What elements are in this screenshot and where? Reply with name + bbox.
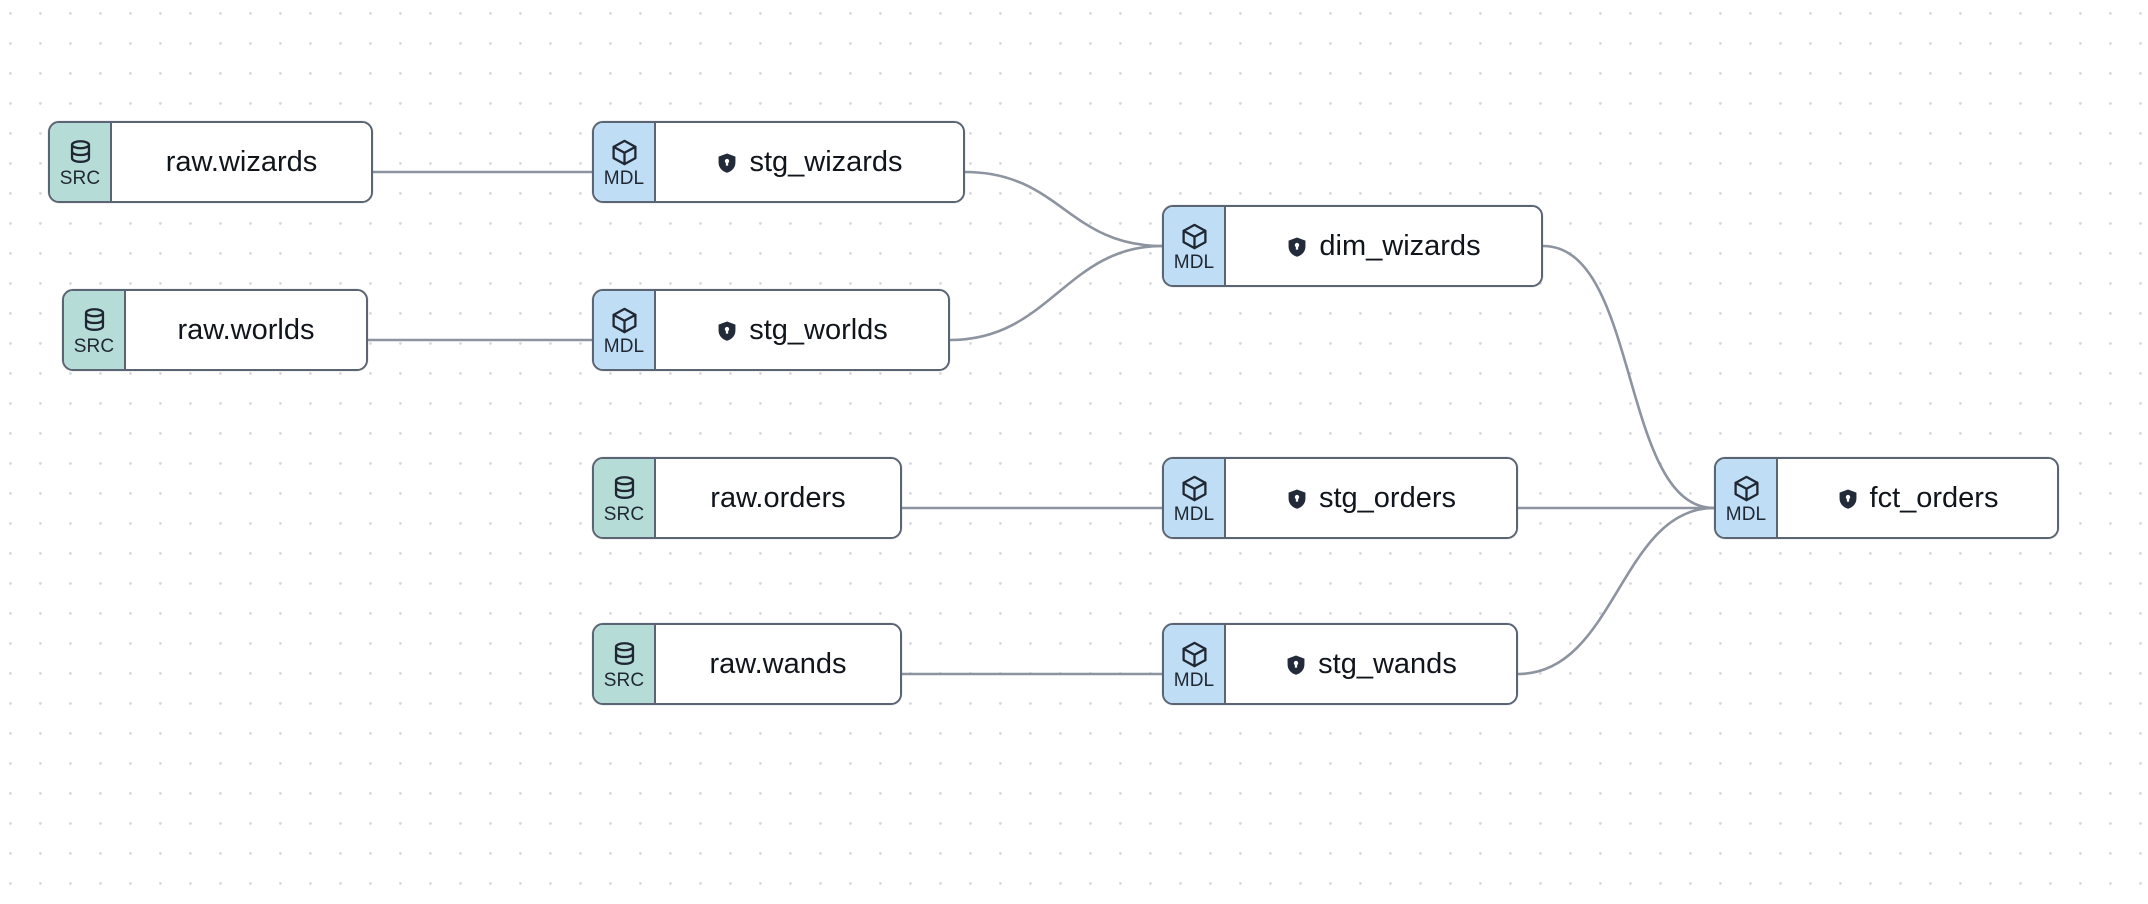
- node-badge-mdl: MDL: [594, 291, 656, 369]
- database-icon: [610, 474, 639, 503]
- node-badge-mdl: MDL: [1164, 459, 1226, 537]
- node-raw_wizards[interactable]: SRC raw.wizards: [48, 121, 373, 203]
- node-label: dim_wizards: [1319, 230, 1481, 262]
- node-fct_orders[interactable]: MDL fct_orders: [1714, 457, 2059, 539]
- node-label: fct_orders: [1869, 482, 1999, 514]
- database-icon: [80, 306, 109, 335]
- node-badge-mdl: MDL: [1716, 459, 1778, 537]
- node-label: stg_wands: [1318, 648, 1457, 680]
- database-icon: [66, 138, 95, 167]
- node-label: stg_orders: [1318, 482, 1456, 514]
- edge-stg_wands-to-fct_orders[interactable]: [1516, 506, 1716, 676]
- edge-stg_wizards-to-dim_wizards[interactable]: [963, 170, 1164, 248]
- node-body: raw.wizards: [112, 123, 371, 201]
- node-raw_worlds[interactable]: SRC raw.worlds: [62, 289, 368, 371]
- node-badge-label: MDL: [1173, 669, 1215, 691]
- node-badge-label: MDL: [603, 167, 645, 189]
- node-label: stg_worlds: [749, 314, 888, 346]
- node-badge-label: SRC: [603, 669, 645, 691]
- shield-lock-icon: [1837, 488, 1859, 510]
- database-icon: [610, 640, 639, 669]
- node-badge-src: SRC: [594, 459, 656, 537]
- node-body: raw.wands: [656, 625, 900, 703]
- node-body: stg_orders: [1226, 459, 1516, 537]
- node-badge-label: MDL: [1173, 503, 1215, 525]
- shield-lock-icon: [1286, 236, 1308, 258]
- node-label: raw.wands: [709, 648, 847, 680]
- node-stg_worlds[interactable]: MDL stg_worlds: [592, 289, 950, 371]
- node-stg_wizards[interactable]: MDL stg_wizards: [592, 121, 965, 203]
- node-stg_orders[interactable]: MDL stg_orders: [1162, 457, 1518, 539]
- node-body: dim_wizards: [1226, 207, 1541, 285]
- node-body: raw.worlds: [126, 291, 366, 369]
- node-badge-src: SRC: [50, 123, 112, 201]
- node-raw_orders[interactable]: SRC raw.orders: [592, 457, 902, 539]
- node-body: stg_wizards: [656, 123, 963, 201]
- node-badge-mdl: MDL: [1164, 207, 1226, 285]
- edge-dim_wizards-to-fct_orders[interactable]: [1541, 244, 1716, 510]
- node-badge-label: SRC: [603, 503, 645, 525]
- node-label: raw.wizards: [165, 146, 318, 178]
- edge-stg_worlds-to-dim_wizards[interactable]: [948, 244, 1164, 342]
- node-badge-label: SRC: [73, 335, 115, 357]
- node-badge-src: SRC: [64, 291, 126, 369]
- cube-icon: [1180, 474, 1209, 503]
- cube-icon: [1732, 474, 1761, 503]
- node-raw_wands[interactable]: SRC raw.wands: [592, 623, 902, 705]
- node-badge-label: MDL: [1725, 503, 1767, 525]
- cube-icon: [610, 138, 639, 167]
- node-label: stg_wizards: [749, 146, 903, 178]
- shield-lock-icon: [1286, 488, 1308, 510]
- node-body: stg_wands: [1226, 625, 1516, 703]
- node-body: stg_worlds: [656, 291, 948, 369]
- node-badge-label: MDL: [1173, 251, 1215, 273]
- shield-lock-icon: [1285, 654, 1307, 676]
- node-badge-mdl: MDL: [1164, 625, 1226, 703]
- node-body: fct_orders: [1778, 459, 2057, 537]
- node-label: raw.worlds: [177, 314, 315, 346]
- shield-lock-icon: [716, 320, 738, 342]
- node-badge-mdl: MDL: [594, 123, 656, 201]
- node-stg_wands[interactable]: MDL stg_wands: [1162, 623, 1518, 705]
- cube-icon: [1180, 640, 1209, 669]
- node-badge-src: SRC: [594, 625, 656, 703]
- shield-lock-icon: [716, 152, 738, 174]
- node-label: raw.orders: [710, 482, 846, 514]
- cube-icon: [610, 306, 639, 335]
- cube-icon: [1180, 222, 1209, 251]
- node-body: raw.orders: [656, 459, 900, 537]
- node-badge-label: MDL: [603, 335, 645, 357]
- node-dim_wizards[interactable]: MDL dim_wizards: [1162, 205, 1543, 287]
- node-badge-label: SRC: [59, 167, 101, 189]
